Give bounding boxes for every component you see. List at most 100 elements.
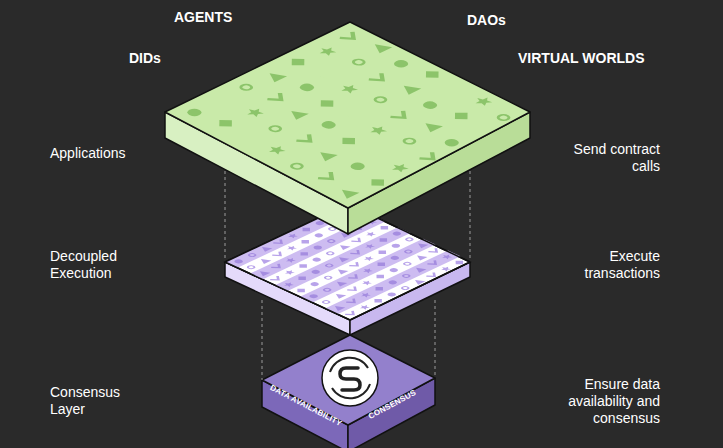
pattern-shape <box>388 267 400 273</box>
pattern-shape <box>390 111 410 121</box>
pattern-shape <box>350 250 362 256</box>
pattern-shape <box>344 112 363 122</box>
pattern-shape <box>258 245 272 252</box>
pattern-shape <box>362 255 376 261</box>
pattern-shape <box>420 68 445 81</box>
pattern-shape <box>363 243 377 249</box>
logo <box>322 350 378 406</box>
pattern-shape <box>318 172 338 182</box>
pattern-shape <box>438 88 457 98</box>
pattern-shape <box>210 99 229 109</box>
pattern-shape <box>299 226 314 233</box>
pattern-shape <box>357 304 371 310</box>
pattern-shape <box>294 287 309 294</box>
pattern-shape <box>284 245 298 251</box>
pattern-shape <box>365 149 384 159</box>
pattern-shape <box>256 270 270 277</box>
pattern-shape <box>184 107 204 117</box>
pattern-shape <box>324 276 333 280</box>
pattern-shape <box>281 281 295 287</box>
pattern-shape <box>373 96 388 104</box>
pattern-shape <box>289 162 304 170</box>
pattern-shape <box>348 161 368 171</box>
pattern-shape <box>336 243 350 250</box>
pattern-shape <box>231 137 250 147</box>
pattern-shape <box>402 274 411 278</box>
pattern-shape <box>315 45 338 57</box>
pattern-shape <box>348 274 360 280</box>
pattern-shape <box>391 59 411 69</box>
pattern-shape <box>308 293 320 299</box>
pattern-shape <box>376 236 391 243</box>
pattern-shape <box>283 257 297 263</box>
layer-label: Applications <box>50 145 126 162</box>
pattern-shape <box>413 254 427 261</box>
pattern-shape <box>426 273 438 279</box>
pattern-shape <box>271 264 283 270</box>
pattern-shape <box>374 261 389 268</box>
face-label: DATA AVAILABILITY <box>268 382 343 427</box>
pattern-shape <box>337 83 360 95</box>
pattern-shape <box>311 257 323 263</box>
pattern-shape <box>364 231 378 237</box>
layer-label: Decoupled Execution <box>50 248 145 282</box>
pattern-shape <box>427 260 439 266</box>
pattern-shape <box>331 304 345 311</box>
pattern-shape <box>373 273 388 280</box>
pattern-shape <box>345 311 357 317</box>
pattern-shape <box>372 285 387 292</box>
application-pattern <box>180 28 525 202</box>
pattern-shape <box>239 83 254 91</box>
pattern-shape <box>401 286 410 290</box>
pattern-shape <box>390 243 402 249</box>
pattern-shape <box>442 138 462 148</box>
pattern-shape <box>366 124 389 136</box>
pattern-shape <box>257 257 271 264</box>
pattern-shape <box>471 95 494 107</box>
pattern-shape <box>360 267 374 273</box>
face-label: CONSENSUS <box>367 388 417 421</box>
pattern-shape <box>298 238 313 245</box>
pattern-shape <box>351 58 366 66</box>
pattern-shape <box>285 108 309 120</box>
pattern-shape <box>386 292 398 298</box>
pattern-shape <box>388 162 411 174</box>
pattern-shape <box>296 134 316 144</box>
pattern-shape <box>310 269 322 275</box>
consensus-layer-block: DATA AVAILABILITY CONSENSUS <box>262 335 435 448</box>
pattern-shape <box>412 266 426 273</box>
pattern-shape <box>243 106 266 118</box>
pattern-shape <box>347 286 359 292</box>
pattern-shape <box>213 117 238 130</box>
pattern-shape <box>351 238 363 244</box>
pattern-shape <box>428 248 440 254</box>
pattern-shape <box>272 252 284 258</box>
category-label: VIRTUAL WORLDS <box>518 50 645 67</box>
pattern-shape <box>233 259 245 265</box>
layer-label: Execute transactions <box>560 248 660 282</box>
pattern-shape <box>335 256 349 263</box>
pattern-shape <box>297 82 317 92</box>
pattern-shape <box>319 120 339 130</box>
layer-label: Consensus Layer <box>50 384 140 418</box>
pattern-shape <box>349 262 361 268</box>
category-label: DAOs <box>467 12 506 29</box>
pattern-shape <box>315 70 334 80</box>
pattern-shape <box>332 292 346 299</box>
dashed-guide <box>225 165 470 380</box>
pattern-shape <box>248 253 257 257</box>
pattern-shape <box>333 280 347 287</box>
pattern-shape <box>391 231 403 237</box>
pattern-shape <box>273 239 285 245</box>
layer-label: Send contract calls <box>548 141 660 175</box>
pattern-shape <box>414 242 428 249</box>
pattern-shape <box>323 288 332 292</box>
category-label: DIDs <box>129 50 161 67</box>
pattern-shape <box>322 300 331 304</box>
pattern-shape <box>420 100 440 110</box>
pattern-shape <box>295 275 310 282</box>
application-slab <box>165 22 530 234</box>
pattern-shape <box>267 93 287 103</box>
pattern-shape <box>419 120 443 132</box>
pattern-shape <box>369 73 389 83</box>
